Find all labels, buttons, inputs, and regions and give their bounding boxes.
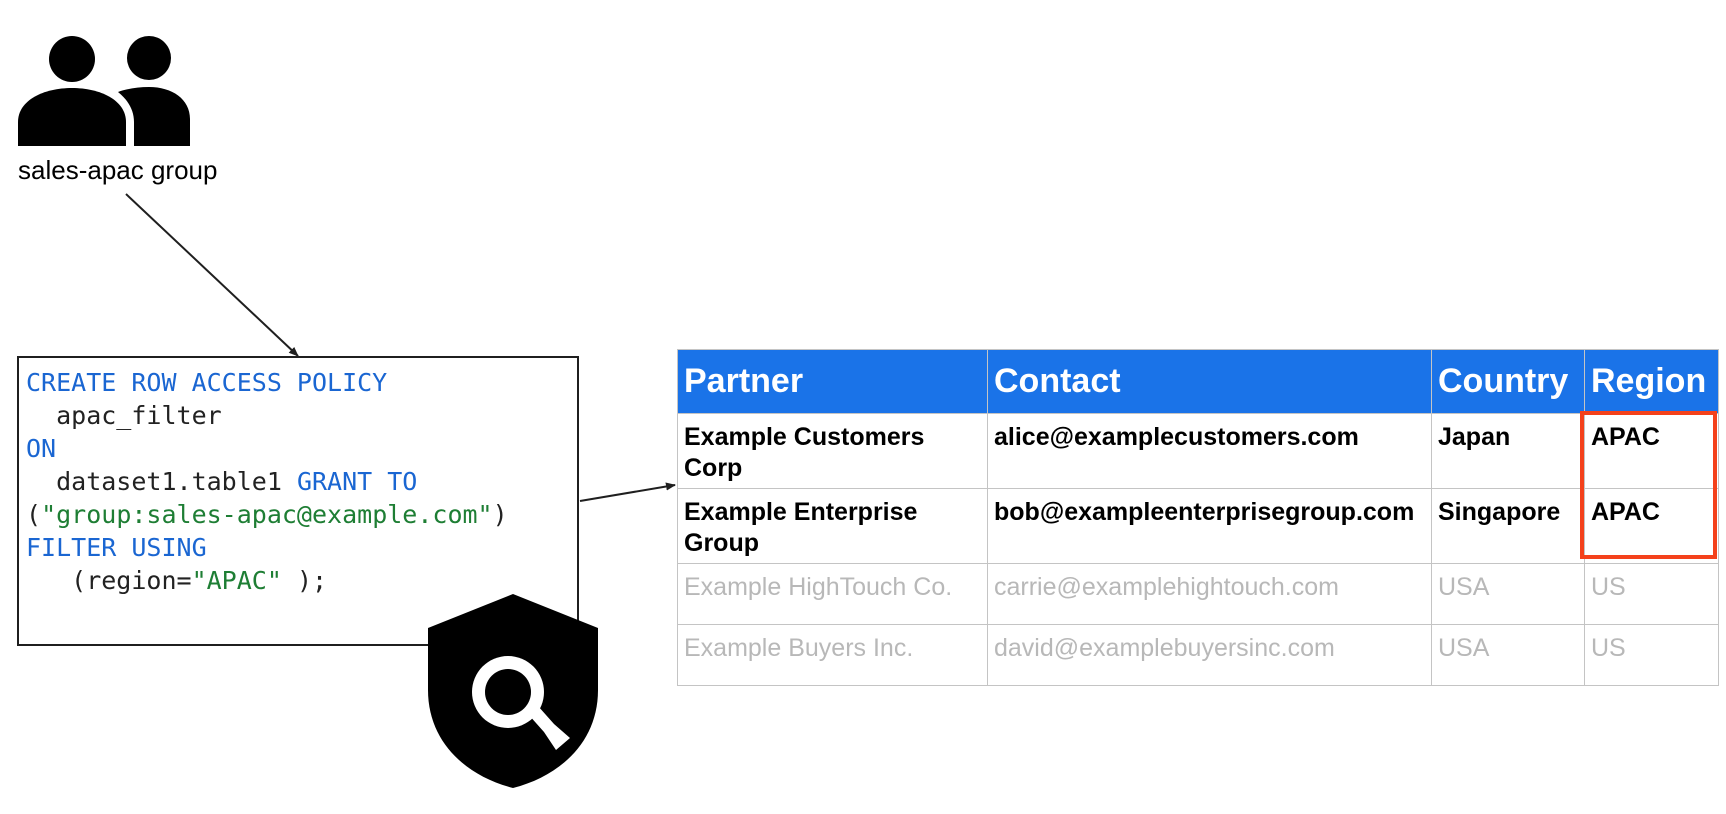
cell-partner: Example HighTouch Co. (677, 563, 988, 625)
cell-region: US (1584, 624, 1719, 686)
policy-code-box: CREATE ROW ACCESS POLICY apac_filter ON … (17, 356, 579, 646)
column-header-country: Country (1431, 349, 1585, 414)
group-label: sales-apac group (18, 155, 218, 185)
cell-country: Singapore (1431, 488, 1585, 564)
cell-contact: alice@examplecustomers.com (987, 413, 1432, 489)
cell-country: USA (1431, 563, 1585, 625)
cell-contact: carrie@examplehightouch.com (987, 563, 1432, 625)
cell-partner: Example Customers Corp (677, 413, 988, 489)
sql-keyword-on: ON (26, 434, 57, 463)
cell-partner: Example Buyers Inc. (677, 624, 988, 686)
table-row: Example Enterprise Group bob@exampleente… (677, 488, 1719, 564)
people-group-icon (18, 36, 190, 146)
cell-country: USA (1431, 624, 1585, 686)
column-header-region: Region (1584, 349, 1719, 414)
table-row-filtered: Example HighTouch Co. carrie@examplehigh… (677, 563, 1719, 625)
table-row: Example Customers Corp alice@examplecust… (677, 413, 1719, 489)
sql-policy-name: apac_filter (26, 401, 222, 430)
cell-region: APAC (1584, 488, 1719, 564)
column-header-contact: Contact (987, 349, 1432, 414)
arrow-group-to-policy (125, 193, 299, 357)
table-row-filtered: Example Buyers Inc. david@examplebuyersi… (677, 624, 1719, 686)
sql-keyword-grant-to: GRANT TO (296, 467, 418, 496)
sql-condition-close: ); (281, 566, 328, 595)
cell-region: APAC (1584, 413, 1719, 489)
region-highlight-box (1580, 411, 1717, 559)
sql-grantee: "group:sales-apac@example.com" (41, 500, 493, 529)
sql-table-name: dataset1.table1 (26, 467, 297, 496)
cell-contact: bob@exampleenterprisegroup.com (987, 488, 1432, 564)
policy-sql-code: CREATE ROW ACCESS POLICY apac_filter ON … (26, 366, 508, 597)
table-header-row: Partner Contact Country Region (677, 349, 1719, 414)
arrow-policy-to-table (579, 482, 676, 502)
sql-paren-close: ) (492, 500, 508, 529)
cell-country: Japan (1431, 413, 1585, 489)
cell-partner: Example Enterprise Group (677, 488, 988, 564)
cell-contact: david@examplebuyersinc.com (987, 624, 1432, 686)
partners-table: Partner Contact Country Region Example C… (677, 349, 1719, 686)
sql-paren-open: ( (26, 500, 42, 529)
sql-keyword-create: CREATE ROW ACCESS POLICY (26, 368, 388, 397)
cell-region: US (1584, 563, 1719, 625)
column-header-partner: Partner (677, 349, 988, 414)
sql-condition-value: "APAC" (191, 566, 282, 595)
sql-keyword-filter-using: FILTER USING (26, 533, 207, 562)
shield-search-icon (428, 594, 598, 788)
sql-condition-open: (region= (26, 566, 192, 595)
